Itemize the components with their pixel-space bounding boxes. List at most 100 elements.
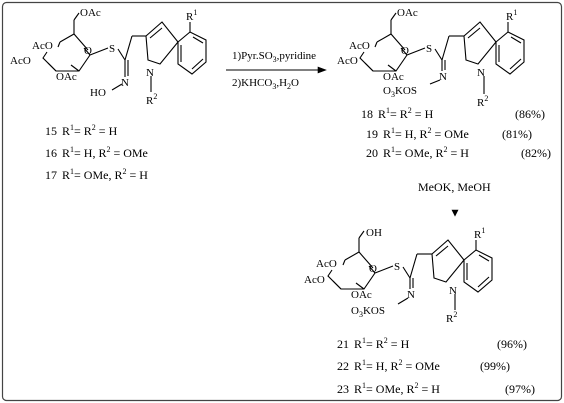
- indole-benzene-ring: [177, 31, 207, 75]
- oac-c2-label: OAc: [56, 71, 77, 83]
- indole-five-ring: [463, 21, 497, 65]
- indole-n-label: N: [449, 285, 457, 297]
- s-c-bond: [434, 48, 443, 61]
- c-ch2-bond: [409, 253, 418, 279]
- entry-19-yield: (81%): [502, 127, 532, 141]
- imine-n-label: N: [439, 71, 447, 83]
- o3kos-label: O3KOS: [351, 305, 385, 319]
- bond: [364, 62, 374, 72]
- arrow-head: [451, 209, 459, 217]
- oac-c2-label: OAc: [351, 289, 372, 301]
- aromatic-bond: [192, 36, 204, 44]
- bond: [70, 64, 80, 72]
- product-1-structure: OAc AcO AcO OAc O S N O3KOS N R1 R2: [337, 7, 525, 109]
- bond: [83, 47, 91, 56]
- ring-o-label: O: [369, 263, 377, 275]
- imine-n-label: N: [407, 289, 415, 301]
- s-c-bond: [402, 266, 411, 279]
- ch2-bond: [390, 12, 397, 21]
- n-o-bond: [111, 83, 123, 91]
- bond: [368, 265, 376, 274]
- aromatic-bond: [477, 276, 490, 288]
- ring-o-label: O: [84, 45, 92, 57]
- aromatic-bond: [478, 254, 490, 262]
- oac-c3-label: AcO: [337, 55, 358, 67]
- condition-step-2: 2)KHCO3,H2O: [232, 77, 299, 91]
- sulfur-label: S: [426, 43, 432, 55]
- indole-benzene-ring: [463, 249, 493, 293]
- n-o-bond: [397, 297, 409, 305]
- indole-double-bond: [149, 27, 163, 39]
- oac-c3-label: AcO: [10, 55, 31, 67]
- c-ch2-bond: [124, 35, 133, 61]
- start-material-structure: OAc AcO AcO OAc O S N HO N R1 R2: [10, 7, 207, 107]
- indole-five-ring: [145, 21, 179, 65]
- c1-s-bond: [406, 47, 426, 56]
- bond: [400, 47, 408, 56]
- sugar-ring-bond: [327, 269, 376, 290]
- r2-label: R2: [146, 92, 157, 107]
- reaction-arrow-1: 1)Pyr.SO3,pyridine 2)KHCO3,H2O: [226, 50, 327, 91]
- aromatic-bond: [509, 58, 522, 70]
- c1-s-bond: [89, 47, 109, 56]
- bond: [47, 62, 57, 72]
- ch2-bond: [73, 12, 80, 21]
- sugar-ring-bond: [359, 51, 408, 72]
- entry-23-yield: (97%): [505, 382, 535, 396]
- n-o-bond: [429, 79, 441, 85]
- product-2-structure: OH AcO AcO OAc O S N O3KOS N R1 R2: [304, 226, 493, 325]
- entry-21-yield: (96%): [497, 337, 527, 351]
- entry-22-yield: (99%): [480, 359, 510, 373]
- r2-label: R2: [446, 310, 457, 325]
- ch2oac-label: OAc: [80, 7, 101, 19]
- ch2-bond: [358, 230, 365, 239]
- o3kos-label: O3KOS: [383, 85, 417, 99]
- indole-double-bond: [467, 27, 481, 39]
- r1-label: R1: [474, 226, 485, 241]
- oac-c4-label: AcO: [316, 258, 337, 270]
- reaction-arrow-2: MeOK, MeOH: [418, 180, 491, 217]
- condition-step-1: 1)Pyr.SO3,pyridine: [232, 50, 316, 64]
- condition-deacetylation: MeOK, MeOH: [418, 180, 491, 194]
- c-ch2-bond: [441, 35, 450, 61]
- sugar-ring-bond: [57, 41, 61, 48]
- c1-s-bond: [374, 265, 394, 274]
- r1-label: R1: [506, 8, 517, 23]
- r2-label: R2: [477, 94, 488, 109]
- entry-20-yield: (82%): [521, 146, 551, 160]
- ch2oac-label: OAc: [397, 7, 418, 19]
- sugar-ring-bond: [374, 41, 378, 48]
- bond: [355, 282, 365, 290]
- entry-18-yield: (86%): [515, 107, 545, 121]
- sulfur-label: S: [109, 43, 115, 55]
- sulfur-label: S: [394, 261, 400, 273]
- indole-n-label: N: [146, 67, 154, 79]
- oxime-n-label: N: [121, 77, 129, 89]
- sugar-ring-bond: [42, 51, 91, 72]
- sugar-ring-bond: [342, 259, 346, 266]
- oac-c4-label: AcO: [32, 40, 53, 52]
- arrow-head: [317, 66, 327, 74]
- bond: [387, 64, 397, 72]
- r1-label: R1: [186, 8, 197, 23]
- indole-benzene-ring: [495, 31, 525, 75]
- oac-c2-label: OAc: [383, 71, 404, 83]
- aromatic-bond: [510, 36, 522, 44]
- indole-double-bond: [435, 245, 449, 257]
- oxime-oh-label: HO: [90, 87, 106, 99]
- oac-c3-label: AcO: [304, 274, 325, 286]
- oac-c4-label: AcO: [349, 40, 370, 52]
